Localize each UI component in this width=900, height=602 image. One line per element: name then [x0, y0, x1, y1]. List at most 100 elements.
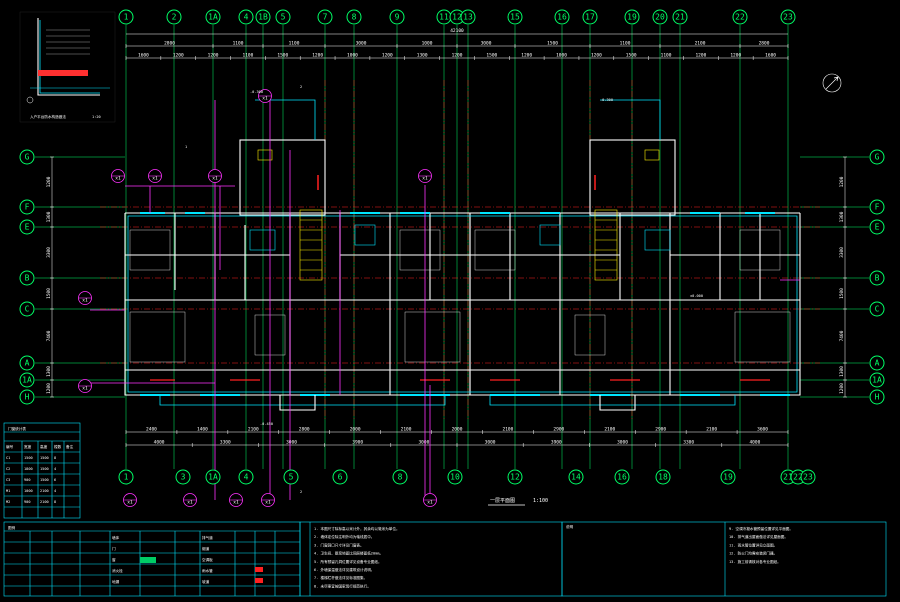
- axis-bubble-circle: [332, 469, 348, 485]
- bottom-dim2-value: 3900: [352, 440, 363, 446]
- axis-label: 15: [510, 13, 520, 22]
- axis-bubble-circle: [869, 372, 885, 388]
- top-dim-value: 3000: [356, 41, 367, 47]
- top-dim-value: 2100: [695, 41, 706, 47]
- note-line: 7. 楼梯栏杆做法详见标准图集。: [314, 575, 367, 580]
- axis-bubble-circle: [869, 149, 885, 165]
- axis-bubble-circle: [19, 301, 35, 317]
- axis-bubble: 1A: [869, 372, 885, 388]
- axis-bubble-circle: [460, 9, 476, 25]
- axis-bubble-circle: [19, 270, 35, 286]
- right-dim-value: 1200: [839, 176, 845, 187]
- axis-label: E: [875, 223, 880, 232]
- detail-tag: x1: [183, 493, 197, 507]
- axis-bubble-circle: [507, 469, 523, 485]
- legend-item: 排气道: [202, 535, 213, 540]
- axis-bubble-circle: [568, 469, 584, 485]
- axis-bubble-circle: [275, 9, 291, 25]
- top-dim-value: 1500: [547, 41, 558, 47]
- axis-bubble: 4: [238, 469, 254, 485]
- note-line: 5. 所有预留孔洞位置详见设备专业图纸。: [314, 559, 382, 564]
- top-dim2-value: 1600: [765, 53, 776, 59]
- axis-label: 21: [675, 13, 685, 22]
- left-dim-value: 3300: [46, 247, 52, 258]
- table-cell: 1800: [24, 467, 33, 471]
- level-mark: -0.300: [250, 90, 263, 94]
- plan-scale: 1:100: [533, 498, 548, 504]
- axis-bubble-circle: [507, 9, 523, 25]
- axis-label: 2: [172, 13, 177, 22]
- top-dim2-value: 1600: [138, 53, 149, 59]
- detail-tag-label: x1: [422, 176, 428, 182]
- axis-label: 1A: [872, 376, 882, 385]
- note-line: 6. 外墙保温做法详见建筑设计说明。: [314, 567, 374, 572]
- table-cell: C1: [6, 456, 10, 460]
- axis-bubble-circle: [175, 469, 191, 485]
- axis-bubble: F: [19, 199, 35, 215]
- axis-label: 19: [723, 473, 733, 482]
- table-cell: 2100: [40, 500, 49, 504]
- axis-bubble-circle: [238, 9, 254, 25]
- detail-tag: x1: [261, 493, 275, 507]
- axis-label: C: [25, 305, 30, 314]
- detail-tag: x1: [208, 169, 222, 183]
- left-dim-value: 1300: [46, 211, 52, 222]
- top-dim-value: 1100: [620, 41, 631, 47]
- axis-label: H: [25, 393, 30, 402]
- axis-label: H: [875, 393, 880, 402]
- axis-bubble-circle: [869, 199, 885, 215]
- bottom-dim2-value: 3300: [220, 440, 231, 446]
- right-dim-value: 1300: [839, 366, 845, 377]
- axis-bubble-circle: [283, 469, 299, 485]
- detail-tag: x1: [78, 291, 92, 305]
- axis-label: 1A: [22, 376, 32, 385]
- bottom-dim-value: 2000: [350, 427, 361, 433]
- top-dim-value: 3000: [481, 41, 492, 47]
- axis-bubble-circle: [118, 9, 134, 25]
- axis-label: 19: [627, 13, 637, 22]
- axis-bubble: 8: [346, 9, 362, 25]
- top-dim2-value: 1200: [521, 53, 532, 59]
- axis-bubble-circle: [720, 469, 736, 485]
- axis-label: G: [25, 153, 30, 162]
- axis-bubble-circle: [19, 199, 35, 215]
- table-cell: 2100: [40, 489, 49, 493]
- axis-bubble: 20: [652, 9, 668, 25]
- axis-bubble: 16: [554, 9, 570, 25]
- axis-bubble-circle: [447, 469, 463, 485]
- detail-tag-label: x1: [212, 176, 218, 182]
- table-cell: 4: [54, 489, 56, 493]
- left-dim-value: 1200: [46, 383, 52, 394]
- table-cell: 6: [54, 478, 56, 482]
- north-arrow-icon: [822, 73, 842, 93]
- note-line: 2. 墙体定位除注明外均为轴线居中。: [314, 534, 374, 539]
- axis-bubble: C: [19, 301, 35, 317]
- table-header: 备注: [66, 444, 74, 449]
- section-mark-left: 1: [185, 145, 187, 149]
- axis-bubble: G: [19, 149, 35, 165]
- level-mark: ±0.000: [690, 294, 703, 298]
- top-dim2-value: 1500: [277, 53, 288, 59]
- axis-bubble: 18: [655, 469, 671, 485]
- top-dim2-value: 1100: [661, 53, 672, 59]
- bottom-dim2-value: 4000: [749, 440, 760, 446]
- table-cell: 900: [24, 478, 31, 482]
- axis-bubble-circle: [19, 219, 35, 235]
- top-dim2-value: 1000: [347, 53, 358, 59]
- axis-label: 22: [793, 473, 803, 482]
- axis-label: 22: [735, 13, 745, 22]
- legend-item: 窗: [112, 557, 116, 562]
- axis-bubble-circle: [780, 9, 796, 25]
- axis-bubble: E: [19, 219, 35, 235]
- axis-label: 17: [585, 13, 595, 22]
- table-cell: 1500: [40, 478, 49, 482]
- top-dim2-value: 1200: [208, 53, 219, 59]
- axis-bubble-circle: [655, 469, 671, 485]
- axis-bubble: 12: [449, 9, 465, 25]
- bottom-dim-value: 2800: [299, 427, 310, 433]
- axis-bubble: 7: [317, 9, 333, 25]
- axis-bubble: A: [19, 355, 35, 371]
